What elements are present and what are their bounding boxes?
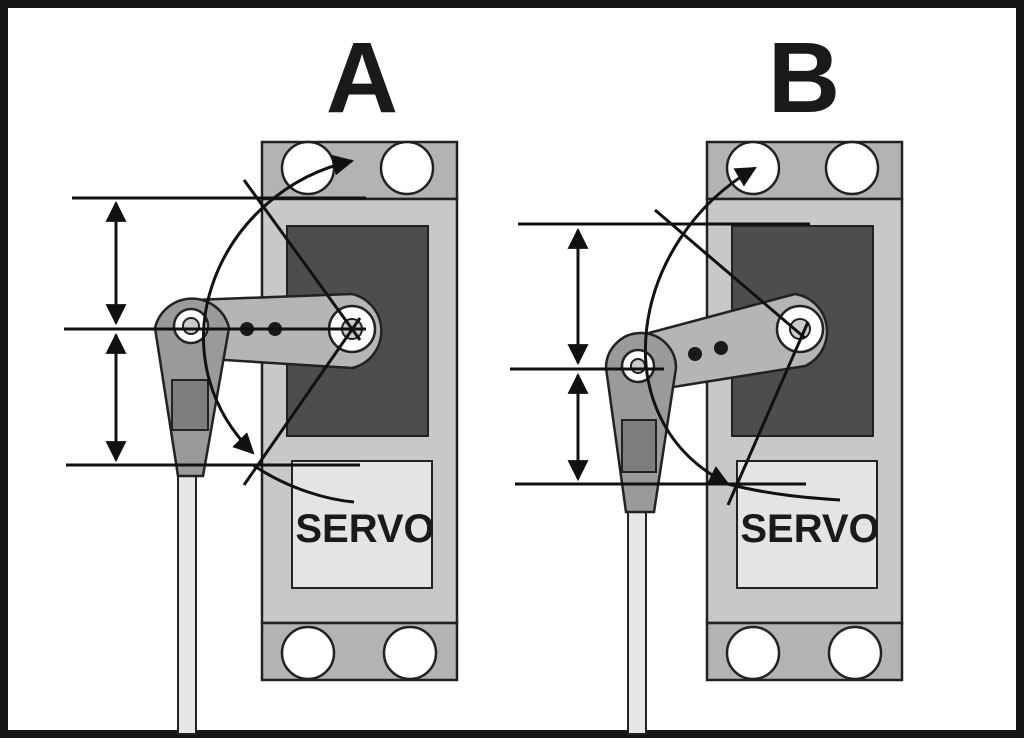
servo-a-label-text: SERVO (295, 507, 434, 551)
servo-a-mount-hole (280, 625, 336, 681)
panel-a-label: A (326, 22, 398, 134)
servo-a: SERVO (260, 140, 459, 682)
panel-b-label: B (768, 22, 840, 134)
servo-a-mount-hole (382, 625, 438, 681)
clevis-b (604, 331, 678, 514)
throw-lines-a (64, 154, 366, 504)
throw-lines-b (510, 166, 841, 506)
servo-a-mount-hole (379, 140, 435, 196)
servo-b-mount-hole (725, 625, 781, 681)
pushrod-b (627, 504, 647, 735)
panel-a: A SERVO (64, 22, 459, 735)
servo-arm-b-hole (714, 341, 728, 355)
panel-b: B SERVO (510, 22, 904, 735)
servo-b-label-text: SERVO (740, 507, 879, 551)
servo-arm-b-hole (688, 347, 702, 361)
pushrod-a (177, 469, 197, 735)
servo-b-mount-hole (824, 140, 880, 196)
servo-a-label-plate (291, 460, 433, 589)
servo-b-mount-hole (827, 625, 883, 681)
servo-b-label-plate (736, 460, 878, 589)
